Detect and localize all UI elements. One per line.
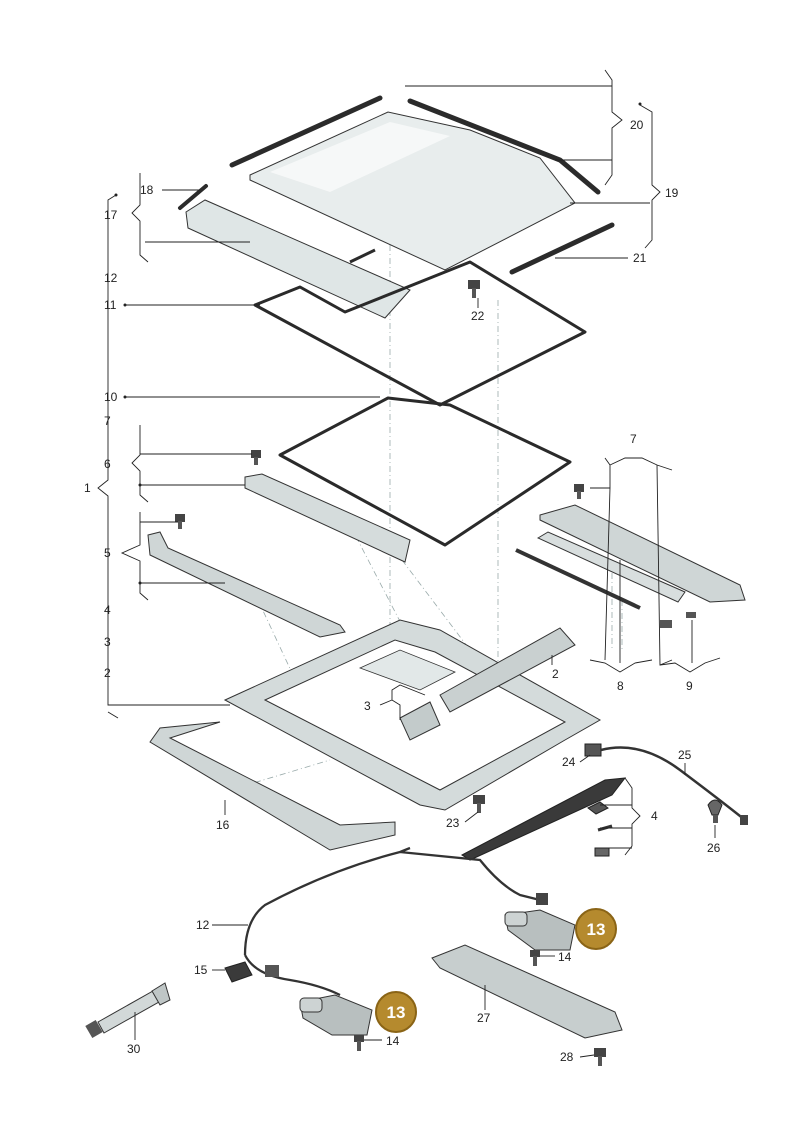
label-23: 23	[446, 816, 460, 830]
label-28: 28	[560, 1050, 574, 1064]
rear-panel-seal	[178, 184, 208, 210]
right-guide-rail	[539, 504, 746, 603]
wiring-harness	[243, 846, 541, 997]
label-3-right: 3	[364, 699, 371, 713]
highlight-badge-front-motor[interactable]: 13	[375, 991, 417, 1033]
screw-icon	[530, 950, 540, 966]
rear-glass-edge	[349, 248, 376, 264]
label-4-left: 4	[104, 603, 111, 617]
label-14-front: 14	[386, 1034, 400, 1048]
label-8: 8	[617, 679, 624, 693]
badge-label: 13	[587, 920, 606, 939]
label-30: 30	[127, 1042, 141, 1056]
clip-icon	[660, 612, 696, 628]
label-24: 24	[562, 755, 576, 769]
sunroof-frame	[223, 619, 602, 811]
inner-seal-frame	[278, 396, 572, 547]
label-9: 9	[686, 679, 693, 693]
label-7-right: 7	[630, 432, 637, 446]
label-5: 5	[104, 546, 111, 560]
bolt-icon	[473, 795, 485, 813]
label-25: 25	[678, 748, 692, 762]
badge-label: 13	[387, 1003, 406, 1022]
leader-lines	[97, 69, 721, 1058]
side-seal-strip	[509, 222, 615, 275]
drain-tray	[149, 721, 396, 851]
label-4-right: 4	[651, 809, 658, 823]
rear-glass-panel	[185, 199, 411, 319]
right-rail-bar	[536, 531, 686, 603]
label-2-left: 2	[104, 666, 111, 680]
screw-icon	[175, 514, 185, 529]
relay-module	[224, 961, 253, 983]
left-guide-rail	[147, 531, 346, 638]
label-6: 6	[104, 457, 111, 471]
right-rail-strip	[515, 548, 641, 610]
part-labels: 20 19 21 18 17 12 11 22 10 7 6 1 5 4 3 2…	[84, 118, 721, 1064]
outer-seal-frame	[253, 260, 587, 407]
screw-icon	[354, 1035, 364, 1051]
label-21: 21	[633, 251, 647, 265]
glass-reflection	[270, 122, 450, 192]
label-15: 15	[194, 963, 208, 977]
label-11: 11	[104, 298, 117, 312]
label-27: 27	[477, 1011, 491, 1025]
label-1: 1	[84, 481, 91, 495]
bolt-icon	[594, 1048, 606, 1066]
label-18: 18	[140, 183, 154, 197]
highlight-badge-rear-motor[interactable]: 13	[575, 908, 617, 950]
label-7-left: 7	[104, 414, 111, 428]
screw-icon	[574, 484, 584, 499]
harness-connector	[536, 893, 548, 905]
drain-hose-connector	[584, 743, 748, 825]
label-3-left: 3	[104, 635, 111, 649]
label-16: 16	[216, 818, 230, 832]
bolt-icon	[468, 280, 480, 298]
label-20: 20	[630, 118, 644, 132]
sunroof-motor-front	[299, 994, 373, 1036]
label-12-bottom: 12	[196, 918, 210, 932]
label-26: 26	[707, 841, 721, 855]
screw-icon	[251, 450, 261, 465]
label-19: 19	[665, 186, 679, 200]
harness-connector	[265, 965, 279, 977]
label-10: 10	[104, 390, 118, 404]
label-22: 22	[471, 309, 485, 323]
hose-clamp-icon	[707, 799, 723, 823]
motor-mounting-bracket	[431, 944, 623, 1039]
sunroof-motor-rear	[504, 909, 576, 951]
grease-tube	[85, 982, 171, 1039]
label-14-rear: 14	[558, 950, 572, 964]
label-2-right: 2	[552, 667, 559, 681]
label-17: 17	[104, 208, 118, 222]
label-12-top: 12	[104, 271, 118, 285]
wind-deflector	[244, 473, 411, 563]
